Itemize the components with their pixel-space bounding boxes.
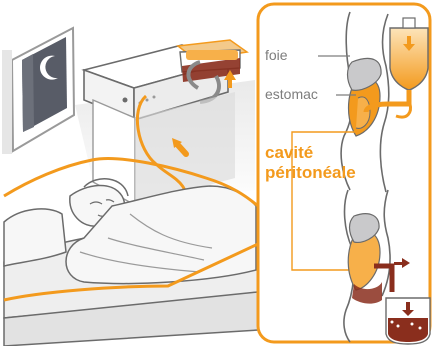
liver-label: foie bbox=[265, 47, 288, 63]
window bbox=[2, 28, 74, 154]
peritoneal-cavity-label-line1: cavité bbox=[265, 143, 313, 162]
stomach-label: estomac bbox=[265, 86, 318, 102]
inset-panel: foie estomac cavité péritonéale bbox=[258, 4, 430, 344]
peritoneal-cavity-label-line2: péritonéale bbox=[265, 163, 356, 182]
patient bbox=[66, 179, 256, 284]
